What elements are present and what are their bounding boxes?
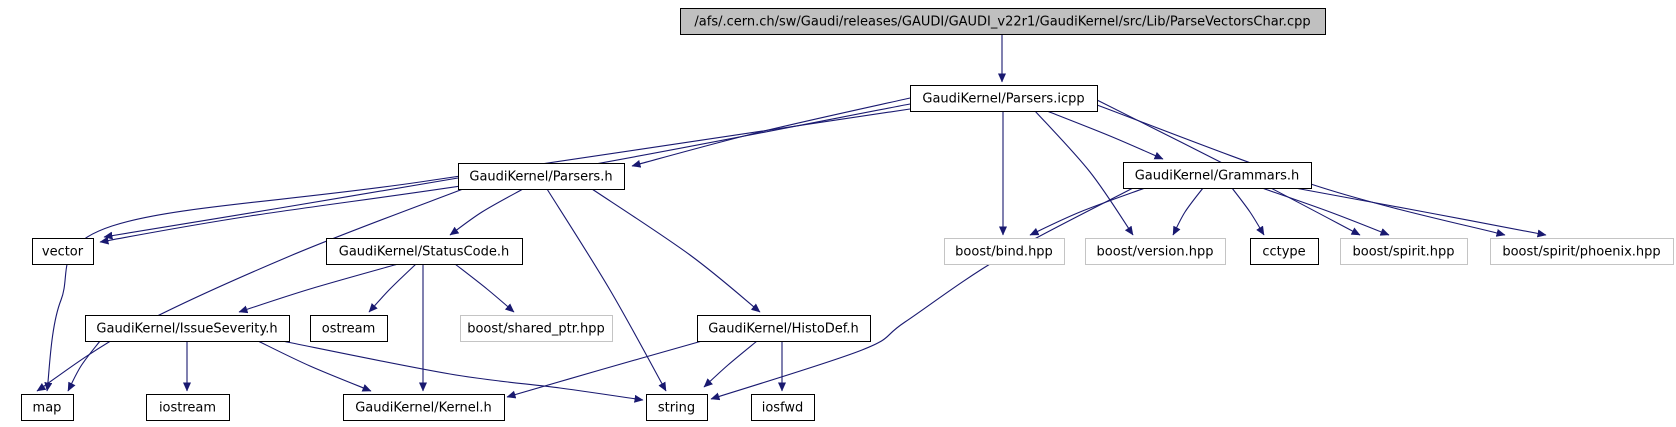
node-box-shared_ptr_hpp <box>460 315 613 342</box>
node-statuscode_h[interactable]: GaudiKernel/StatusCode.h <box>326 238 523 265</box>
node-label-bind_hpp: boost/bind.hpp <box>955 245 1053 260</box>
edge-grammars_h-to-spirit_hpp <box>1261 187 1390 236</box>
node-label-kernel_h: GaudiKernel/Kernel.h <box>355 401 492 416</box>
edge-grammars_h-to-cctype <box>1231 187 1265 236</box>
edge-parsers_icpp-to-grammars_h <box>1046 110 1164 160</box>
node-label-cctype: cctype <box>1262 245 1305 260</box>
edge-parsers_icpp-to-map <box>44 108 911 392</box>
node-box-cctype <box>1250 238 1319 265</box>
edge-issueseverity_h-to-map <box>67 340 101 392</box>
node-label-phoenix_hpp: boost/spirit/phoenix.hpp <box>1502 245 1660 260</box>
edge-grammars_h-to-bind_hpp <box>1029 187 1146 236</box>
node-bind_hpp: boost/bind.hpp <box>944 238 1065 265</box>
node-label-statuscode_h: GaudiKernel/StatusCode.h <box>339 245 509 260</box>
edge-statuscode_h-to-issueseverity_h <box>238 263 399 314</box>
node-label-version_hpp: boost/version.hpp <box>1097 245 1214 260</box>
edge-grammars_h-to-version_hpp <box>1172 187 1204 236</box>
node-map: map <box>21 394 74 421</box>
node-iostream: iostream <box>146 394 230 421</box>
node-kernel_h[interactable]: GaudiKernel/Kernel.h <box>343 394 505 421</box>
node-label-parsers_icpp: GaudiKernel/Parsers.icpp <box>922 92 1084 107</box>
node-box-string <box>646 394 708 421</box>
node-box-map <box>21 394 74 421</box>
node-label-vector: vector <box>42 245 84 260</box>
edge-parsers_icpp-to-version_hpp <box>1034 110 1134 236</box>
node-label-parsers_h: GaudiKernel/Parsers.h <box>469 170 612 185</box>
node-box-kernel_h[interactable] <box>343 394 505 421</box>
node-iosfwd: iosfwd <box>751 394 815 421</box>
node-box-vector <box>32 238 94 265</box>
edge-issueseverity_h-to-kernel_h <box>257 340 372 392</box>
edge-parsers_h-to-vector <box>103 177 459 240</box>
edge-grammars_h-to-phoenix_hpp <box>1294 187 1547 238</box>
node-box-iosfwd <box>751 394 815 421</box>
node-label-map: map <box>33 401 62 416</box>
edge-parsers_h-to-map <box>36 188 464 392</box>
node-box-parsers_h[interactable] <box>458 163 625 190</box>
node-parsers_icpp[interactable]: GaudiKernel/Parsers.icpp <box>910 85 1098 112</box>
edge-histodef_h-to-kernel_h <box>506 340 703 399</box>
node-label-issueseverity_h: GaudiKernel/IssueSeverity.h <box>96 322 277 337</box>
edge-grammars_h-to-string <box>710 187 1134 401</box>
node-label-iostream: iostream <box>159 401 216 416</box>
node-box-root <box>680 8 1326 35</box>
edge-parsers_h-to-string <box>546 188 667 392</box>
node-label-string: string <box>658 401 695 416</box>
node-box-ostream <box>310 315 388 342</box>
node-issueseverity_h[interactable]: GaudiKernel/IssueSeverity.h <box>85 315 290 342</box>
node-label-histodef_h: GaudiKernel/HistoDef.h <box>708 322 859 337</box>
node-box-parsers_icpp[interactable] <box>910 85 1098 112</box>
edge-parsers_icpp-to-phoenix_hpp <box>1096 104 1506 237</box>
node-box-bind_hpp <box>944 238 1065 265</box>
node-box-grammars_h[interactable] <box>1123 162 1312 189</box>
node-phoenix_hpp: boost/spirit/phoenix.hpp <box>1490 238 1674 265</box>
node-version_hpp: boost/version.hpp <box>1085 238 1226 265</box>
node-grammars_h[interactable]: GaudiKernel/Grammars.h <box>1123 162 1312 189</box>
edge-issueseverity_h-to-string <box>281 340 644 403</box>
node-box-spirit_hpp <box>1340 238 1468 265</box>
node-box-statuscode_h[interactable] <box>326 238 523 265</box>
node-root: /afs/.cern.ch/sw/Gaudi/releases/GAUDI/GA… <box>680 8 1326 35</box>
node-box-histodef_h[interactable] <box>697 315 871 342</box>
node-parsers_h[interactable]: GaudiKernel/Parsers.h <box>458 163 625 190</box>
node-label-ostream: ostream <box>322 322 376 337</box>
nodes-layer: /afs/.cern.ch/sw/Gaudi/releases/GAUDI/GA… <box>21 8 1674 421</box>
edge-statuscode_h-to-ostream <box>368 263 417 313</box>
edges-layer <box>36 34 1547 403</box>
node-box-phoenix_hpp <box>1490 238 1674 265</box>
edge-parsers_h-to-histodef_h <box>591 188 761 313</box>
node-vector: vector <box>32 238 94 265</box>
node-label-grammars_h: GaudiKernel/Grammars.h <box>1135 169 1300 184</box>
node-string: string <box>646 394 708 421</box>
node-shared_ptr_hpp: boost/shared_ptr.hpp <box>460 315 613 342</box>
node-box-version_hpp <box>1085 238 1226 265</box>
node-label-shared_ptr_hpp: boost/shared_ptr.hpp <box>467 322 605 337</box>
edge-parsers_icpp-to-vector <box>99 103 911 245</box>
node-histodef_h[interactable]: GaudiKernel/HistoDef.h <box>697 315 871 342</box>
node-label-spirit_hpp: boost/spirit.hpp <box>1353 245 1455 260</box>
node-ostream: ostream <box>310 315 388 342</box>
edge-parsers_h-to-statuscode_h <box>449 188 524 236</box>
node-cctype: cctype <box>1250 238 1319 265</box>
node-label-root: /afs/.cern.ch/sw/Gaudi/releases/GAUDI/GA… <box>694 15 1310 30</box>
node-label-iosfwd: iosfwd <box>762 401 804 416</box>
node-box-issueseverity_h[interactable] <box>85 315 290 342</box>
edge-parsers_icpp-to-parsers_h <box>631 97 911 168</box>
node-box-iostream <box>146 394 230 421</box>
node-spirit_hpp: boost/spirit.hpp <box>1340 238 1468 265</box>
edge-histodef_h-to-string <box>703 340 758 388</box>
edge-statuscode_h-to-shared_ptr_hpp <box>454 263 515 313</box>
